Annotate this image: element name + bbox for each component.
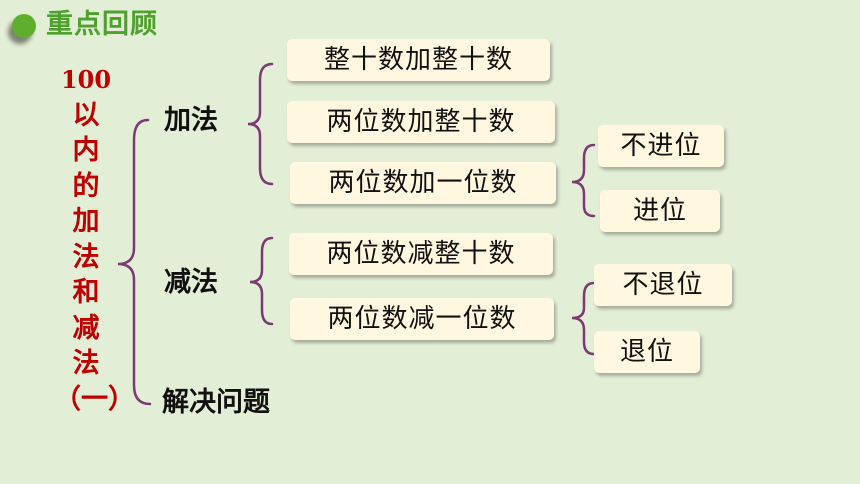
box-subtraction-sub: 不退位: [594, 264, 732, 306]
root-line: 和: [72, 277, 100, 308]
root-line: 减: [72, 312, 100, 344]
box-addition-sub: 不进位: [598, 125, 724, 167]
box-addition-item: 整十数加整十数: [287, 39, 550, 81]
branch-label-problem-solving: 解决问题: [162, 387, 270, 418]
root-line: 100: [60, 65, 112, 94]
bracket-addition: [247, 62, 274, 186]
box-subtraction-item: 两位数减一位数: [290, 298, 554, 340]
bracket-subtraction: [249, 236, 274, 326]
root-line: 法: [72, 348, 100, 379]
branch-label-addition: 加法: [164, 105, 218, 136]
box-addition-item: 两位数加整十数: [287, 101, 555, 143]
bracket-main: [117, 118, 152, 406]
page-title: 重点回顾: [46, 9, 158, 40]
box-subtraction-sub: 退位: [594, 331, 700, 373]
root-line: 的: [72, 170, 100, 202]
header-dot-icon: [12, 14, 36, 38]
root-line: 加: [72, 206, 100, 237]
root-line: 法: [72, 241, 100, 273]
branch-label-subtraction: 减法: [164, 267, 218, 298]
root-topic: 100 以 内 的 加 法 和 减 法 （一）: [54, 62, 135, 417]
box-addition-item: 两位数加一位数: [290, 162, 556, 204]
root-line: 以: [72, 99, 100, 131]
bracket-carry: [571, 143, 596, 218]
root-line: 内: [72, 135, 100, 166]
box-addition-sub: 进位: [600, 190, 720, 232]
box-subtraction-item: 两位数减整十数: [289, 233, 553, 275]
bracket-borrow: [571, 281, 596, 356]
